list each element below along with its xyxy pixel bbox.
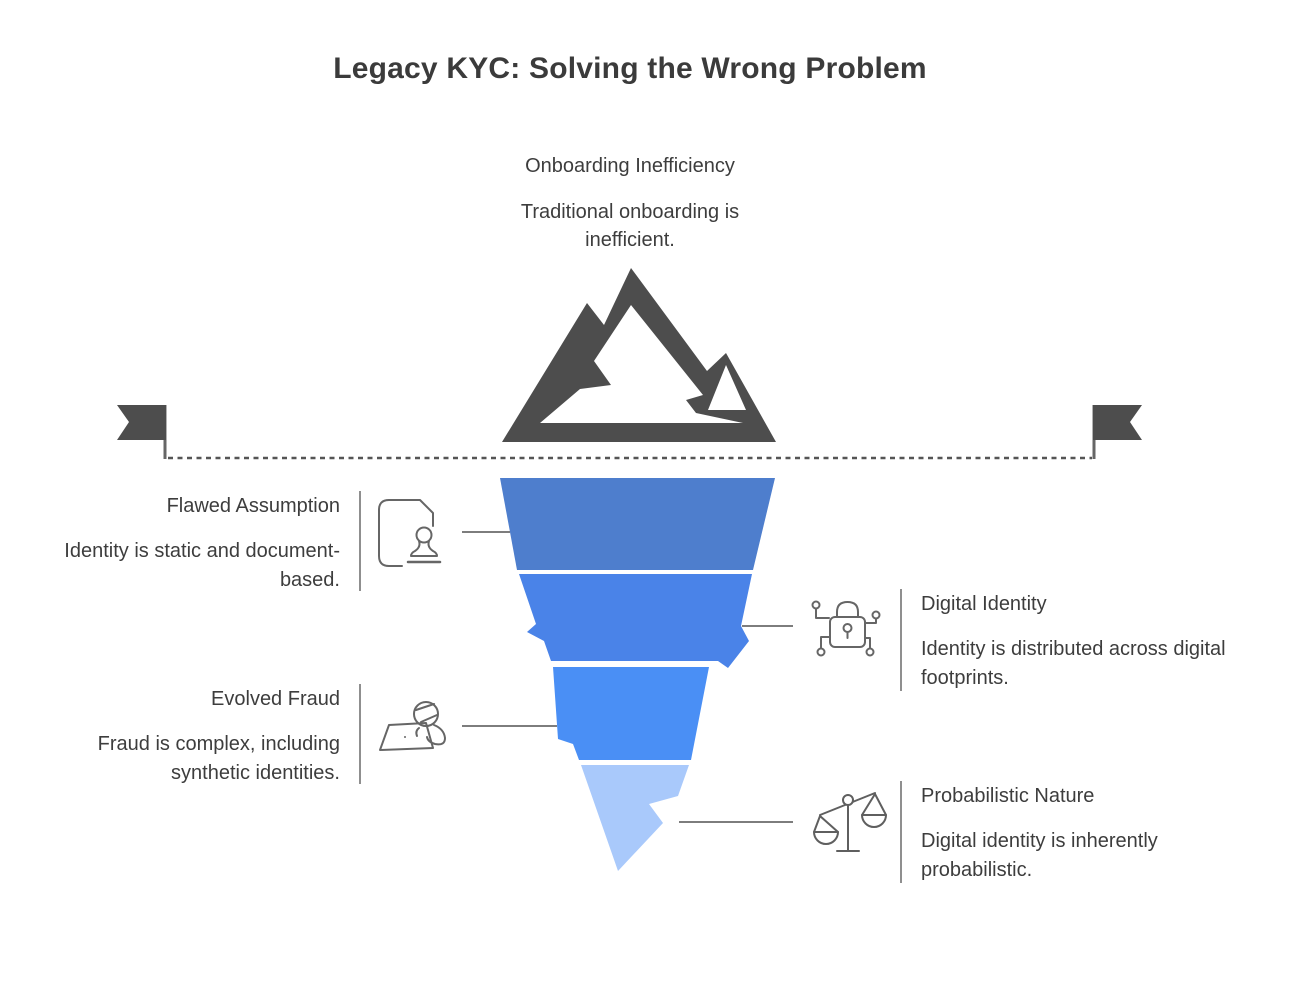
annotation-digital-identity: Digital Identity Identity is distributed… [921,592,1273,693]
annotation-description: Digital identity is inherently probabili… [921,830,1158,881]
flag-banner [1093,405,1142,440]
document-outline [378,499,434,567]
circuit-trace [815,607,830,619]
circuit-node [871,610,881,620]
circuit-trace [865,637,871,650]
scales-pivot [842,794,854,806]
flag-banner [117,405,166,440]
laptop [379,722,434,751]
lock-body [829,616,866,648]
iceberg-segment-2[interactable] [519,574,752,668]
fraudster-laptop-icon [379,701,446,751]
mountain-icon [502,268,776,442]
flag-icon [1092,405,1142,459]
circuit-node [816,647,826,657]
digital-lock-icon [811,600,881,657]
scales-left-pan-top [813,815,839,833]
iceberg-segment-3[interactable] [553,667,709,760]
scales-left-pan-bowl [813,831,839,845]
annotation-description: Identity is static and document-based. [64,540,340,591]
circuit-node [865,647,875,657]
divider-line [900,781,902,883]
fraudster-neck [415,727,420,737]
annotation-label: Probabilistic Nature [921,785,1095,807]
divider-line [359,684,361,784]
fraudster-mask-line-1 [415,703,435,711]
scales-right-pan-top [861,793,887,816]
fraudster-mask-line-2 [420,714,438,723]
flag-icon [117,405,167,459]
stamp-body [410,540,438,557]
stamp-knob [415,526,433,544]
circuit-node [811,600,821,610]
annotation-description: Fraud is complex, including synthetic id… [97,733,340,784]
iceberg-segment-4[interactable] [581,765,689,871]
page-title: Legacy KYC: Solving the Wrong Problem [333,52,927,85]
document-stamp-icon [378,499,442,567]
surface-item-description: Traditional onboarding is inefficient. [520,201,740,251]
circuit-trace [820,636,830,650]
annotation-label: Evolved Fraud [211,688,340,710]
annotation-label: Digital Identity [921,593,1047,615]
circuit-trace [865,617,877,624]
annotation-description: Identity is distributed across digital f… [921,638,1226,689]
annotation-evolved-fraud: Evolved Fraud Fraud is complex, includin… [30,687,340,788]
mountain-shape [502,268,776,442]
scales-icon [813,792,887,852]
divider-line [900,589,902,691]
scales-right-pan-bowl [861,814,887,828]
annotation-label: Flawed Assumption [166,495,340,517]
fraudster-arm [426,724,446,746]
divider-line [359,491,361,591]
laptop-dot [404,736,406,738]
lock-keyhole [842,623,853,633]
annotation-probabilistic-nature: Probabilistic Nature Digital identity is… [921,784,1273,885]
iceberg-segment-1[interactable] [500,478,775,570]
lock-shackle [836,601,859,618]
surface-item-label: Onboarding Inefficiency [525,155,735,177]
annotation-flawed-assumption: Flawed Assumption Identity is static and… [30,494,340,595]
